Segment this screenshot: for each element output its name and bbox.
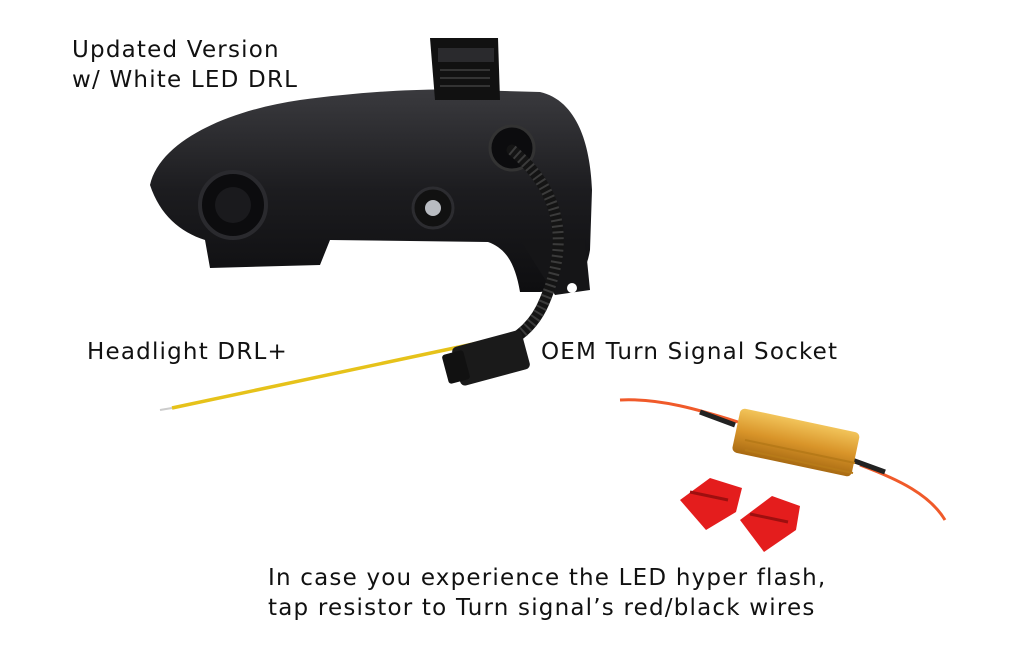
wiring-harness: [159, 144, 564, 411]
title-line-2: w/ White LED DRL: [72, 67, 299, 93]
headlight-drl-label: Headlight DRL+: [87, 339, 289, 365]
tap-connector-icon: [680, 478, 800, 552]
note-line-2: tap resistor to Turn signal’s red/black …: [268, 595, 816, 621]
connector-icon: [442, 330, 530, 386]
title-line-1: Updated Version: [72, 37, 280, 63]
drl-wire: [171, 338, 493, 410]
oem-socket-label: OEM Turn Signal Socket: [541, 339, 839, 365]
load-resistor: [619, 398, 947, 521]
version-title: Updated Version w/ White LED DRL: [72, 35, 298, 95]
hyper-flash-note: In case you experience the LED hyper fla…: [268, 563, 826, 623]
turn-signal-housing: [150, 38, 592, 295]
note-line-1: In case you experience the LED hyper fla…: [268, 565, 827, 591]
